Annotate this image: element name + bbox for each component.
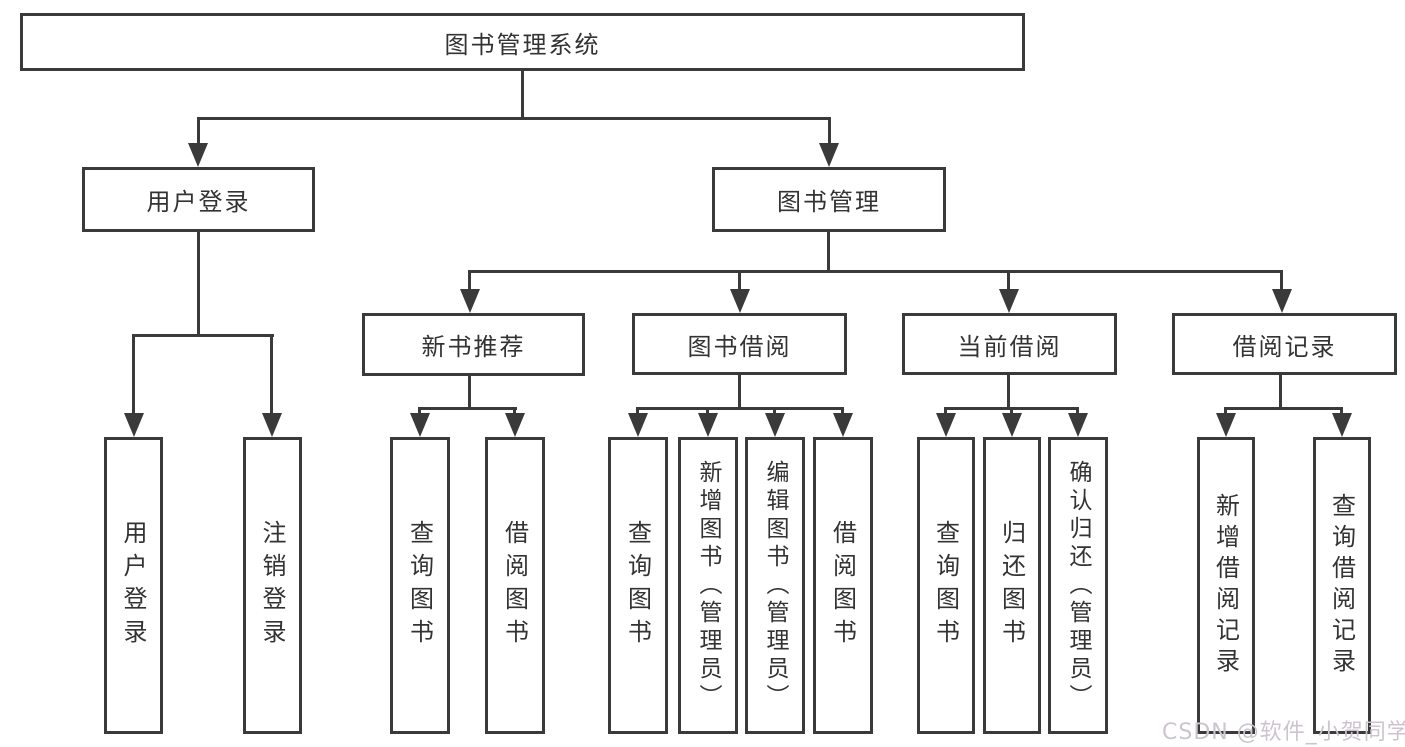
arrow-down-icon [505, 413, 525, 437]
connector-line [513, 407, 516, 415]
node-user-login: 用户登录 [82, 167, 315, 232]
connector-line [468, 270, 1283, 273]
arrow-down-icon [999, 289, 1019, 313]
arrow-down-icon [1332, 413, 1352, 437]
arrow-down-icon [765, 413, 785, 437]
leaf-logout-login: 注销登录 [243, 437, 302, 734]
connector-line [132, 334, 135, 415]
leaf-cb-return-books: 归还图书 [983, 437, 1041, 734]
connector-line [1076, 407, 1079, 415]
leaf-br-query-borrow-record: 查询借阅记录 [1313, 437, 1371, 734]
node-borrowing-records: 借阅记录 [1172, 313, 1397, 375]
arrow-down-icon [410, 413, 430, 437]
leaf-nb-borrow-books: 借阅图书 [485, 437, 545, 734]
connector-line [1340, 407, 1343, 415]
arrow-down-icon [833, 413, 853, 437]
arrow-down-icon [188, 143, 208, 167]
connector-line [1224, 407, 1227, 415]
arrow-down-icon [1216, 413, 1236, 437]
csdn-watermark: CSDN @软件_小贺同学 [1162, 720, 1405, 745]
connector-line [468, 376, 471, 409]
connector-line [738, 375, 741, 409]
leaf-bb-edit-books-admin: 编辑图书（管理员） [745, 437, 805, 734]
connector-line [1224, 407, 1343, 410]
connector-line [636, 407, 844, 410]
node-current-borrowing: 当前借阅 [902, 313, 1117, 375]
arrow-down-icon [460, 289, 480, 313]
connector-line [738, 270, 741, 291]
connector-line [418, 407, 421, 415]
leaf-cb-confirm-return-admin: 确认归还（管理员） [1048, 437, 1108, 734]
connector-line [773, 407, 776, 415]
node-new-book-recommendation: 新书推荐 [362, 313, 585, 376]
arrow-down-icon [628, 413, 648, 437]
arrow-down-icon [1272, 289, 1292, 313]
connector-line [521, 71, 524, 120]
connector-line [132, 334, 274, 337]
connector-line [827, 232, 830, 273]
connector-line [1280, 270, 1283, 291]
connector-line [944, 407, 947, 415]
connector-line [418, 407, 517, 410]
connector-line [1279, 375, 1282, 409]
arrow-down-icon [1002, 413, 1022, 437]
connector-line [1007, 375, 1010, 409]
leaf-user-login: 用户登录 [104, 437, 163, 734]
connector-line [197, 117, 200, 145]
arrow-down-icon [819, 143, 839, 167]
arrow-down-icon [262, 413, 282, 437]
arrow-down-icon [936, 413, 956, 437]
connector-line [197, 232, 200, 337]
connector-line [706, 407, 709, 415]
arrow-down-icon [1068, 413, 1088, 437]
leaf-bb-add-books-admin: 新增图书（管理员） [678, 437, 738, 734]
connector-line [828, 117, 831, 145]
connector-line [636, 407, 639, 415]
connector-line [841, 407, 844, 415]
connector-line [197, 117, 831, 120]
leaf-bb-borrow-books: 借阅图书 [813, 437, 873, 734]
node-library-system: 图书管理系统 [20, 13, 1025, 71]
connector-line [1010, 407, 1013, 415]
arrow-down-icon [698, 413, 718, 437]
node-book-borrowing: 图书借阅 [632, 313, 847, 375]
node-book-management: 图书管理 [712, 167, 946, 232]
leaf-nb-query-books: 查询图书 [390, 437, 450, 734]
leaf-bb-query-books: 查询图书 [608, 437, 668, 734]
leaf-br-add-borrow-record: 新增借阅记录 [1197, 437, 1255, 734]
leaf-cb-query-books: 查询图书 [917, 437, 975, 734]
arrow-down-icon [730, 289, 750, 313]
connector-line [270, 334, 273, 415]
arrow-down-icon [124, 413, 144, 437]
connector-line [468, 270, 471, 291]
connector-line [1007, 270, 1010, 291]
